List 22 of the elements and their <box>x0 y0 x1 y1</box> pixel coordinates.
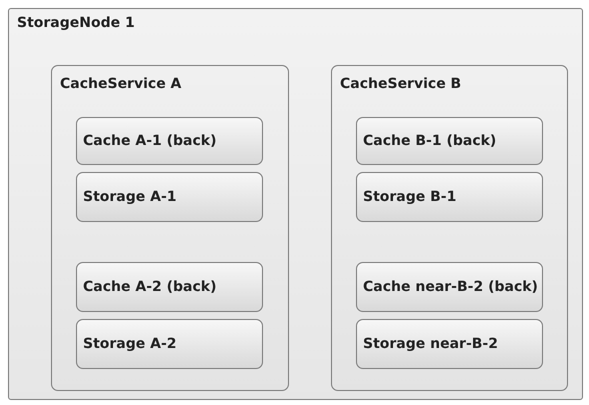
component-label: Storage near-B-2 <box>362 336 498 352</box>
component-box <box>76 117 263 165</box>
panel-title: CacheService B <box>340 76 462 92</box>
component-label: Storage A-2 <box>82 336 177 352</box>
component-label: Cache A-2 (back) <box>82 280 216 294</box>
component-box <box>356 319 543 369</box>
component-box <box>76 319 263 369</box>
panel-title: CacheService A <box>60 76 182 92</box>
component-label: Storage A-1 <box>82 190 177 204</box>
component-label: Cache A-1 (back) <box>82 134 216 148</box>
container-panel <box>8 8 583 400</box>
component-label: Storage B-1 <box>362 190 456 204</box>
component-box <box>356 117 543 165</box>
component-box <box>76 172 263 222</box>
component-box <box>356 262 543 312</box>
component-box <box>356 172 543 222</box>
component-label: Cache B-1 (back) <box>362 134 496 148</box>
service-panel <box>331 65 568 391</box>
panel-title: StorageNode 1 <box>17 15 135 31</box>
component-label: Cache near-B-2 (back) <box>362 280 538 294</box>
service-panel <box>51 65 289 391</box>
component-box <box>76 262 263 312</box>
